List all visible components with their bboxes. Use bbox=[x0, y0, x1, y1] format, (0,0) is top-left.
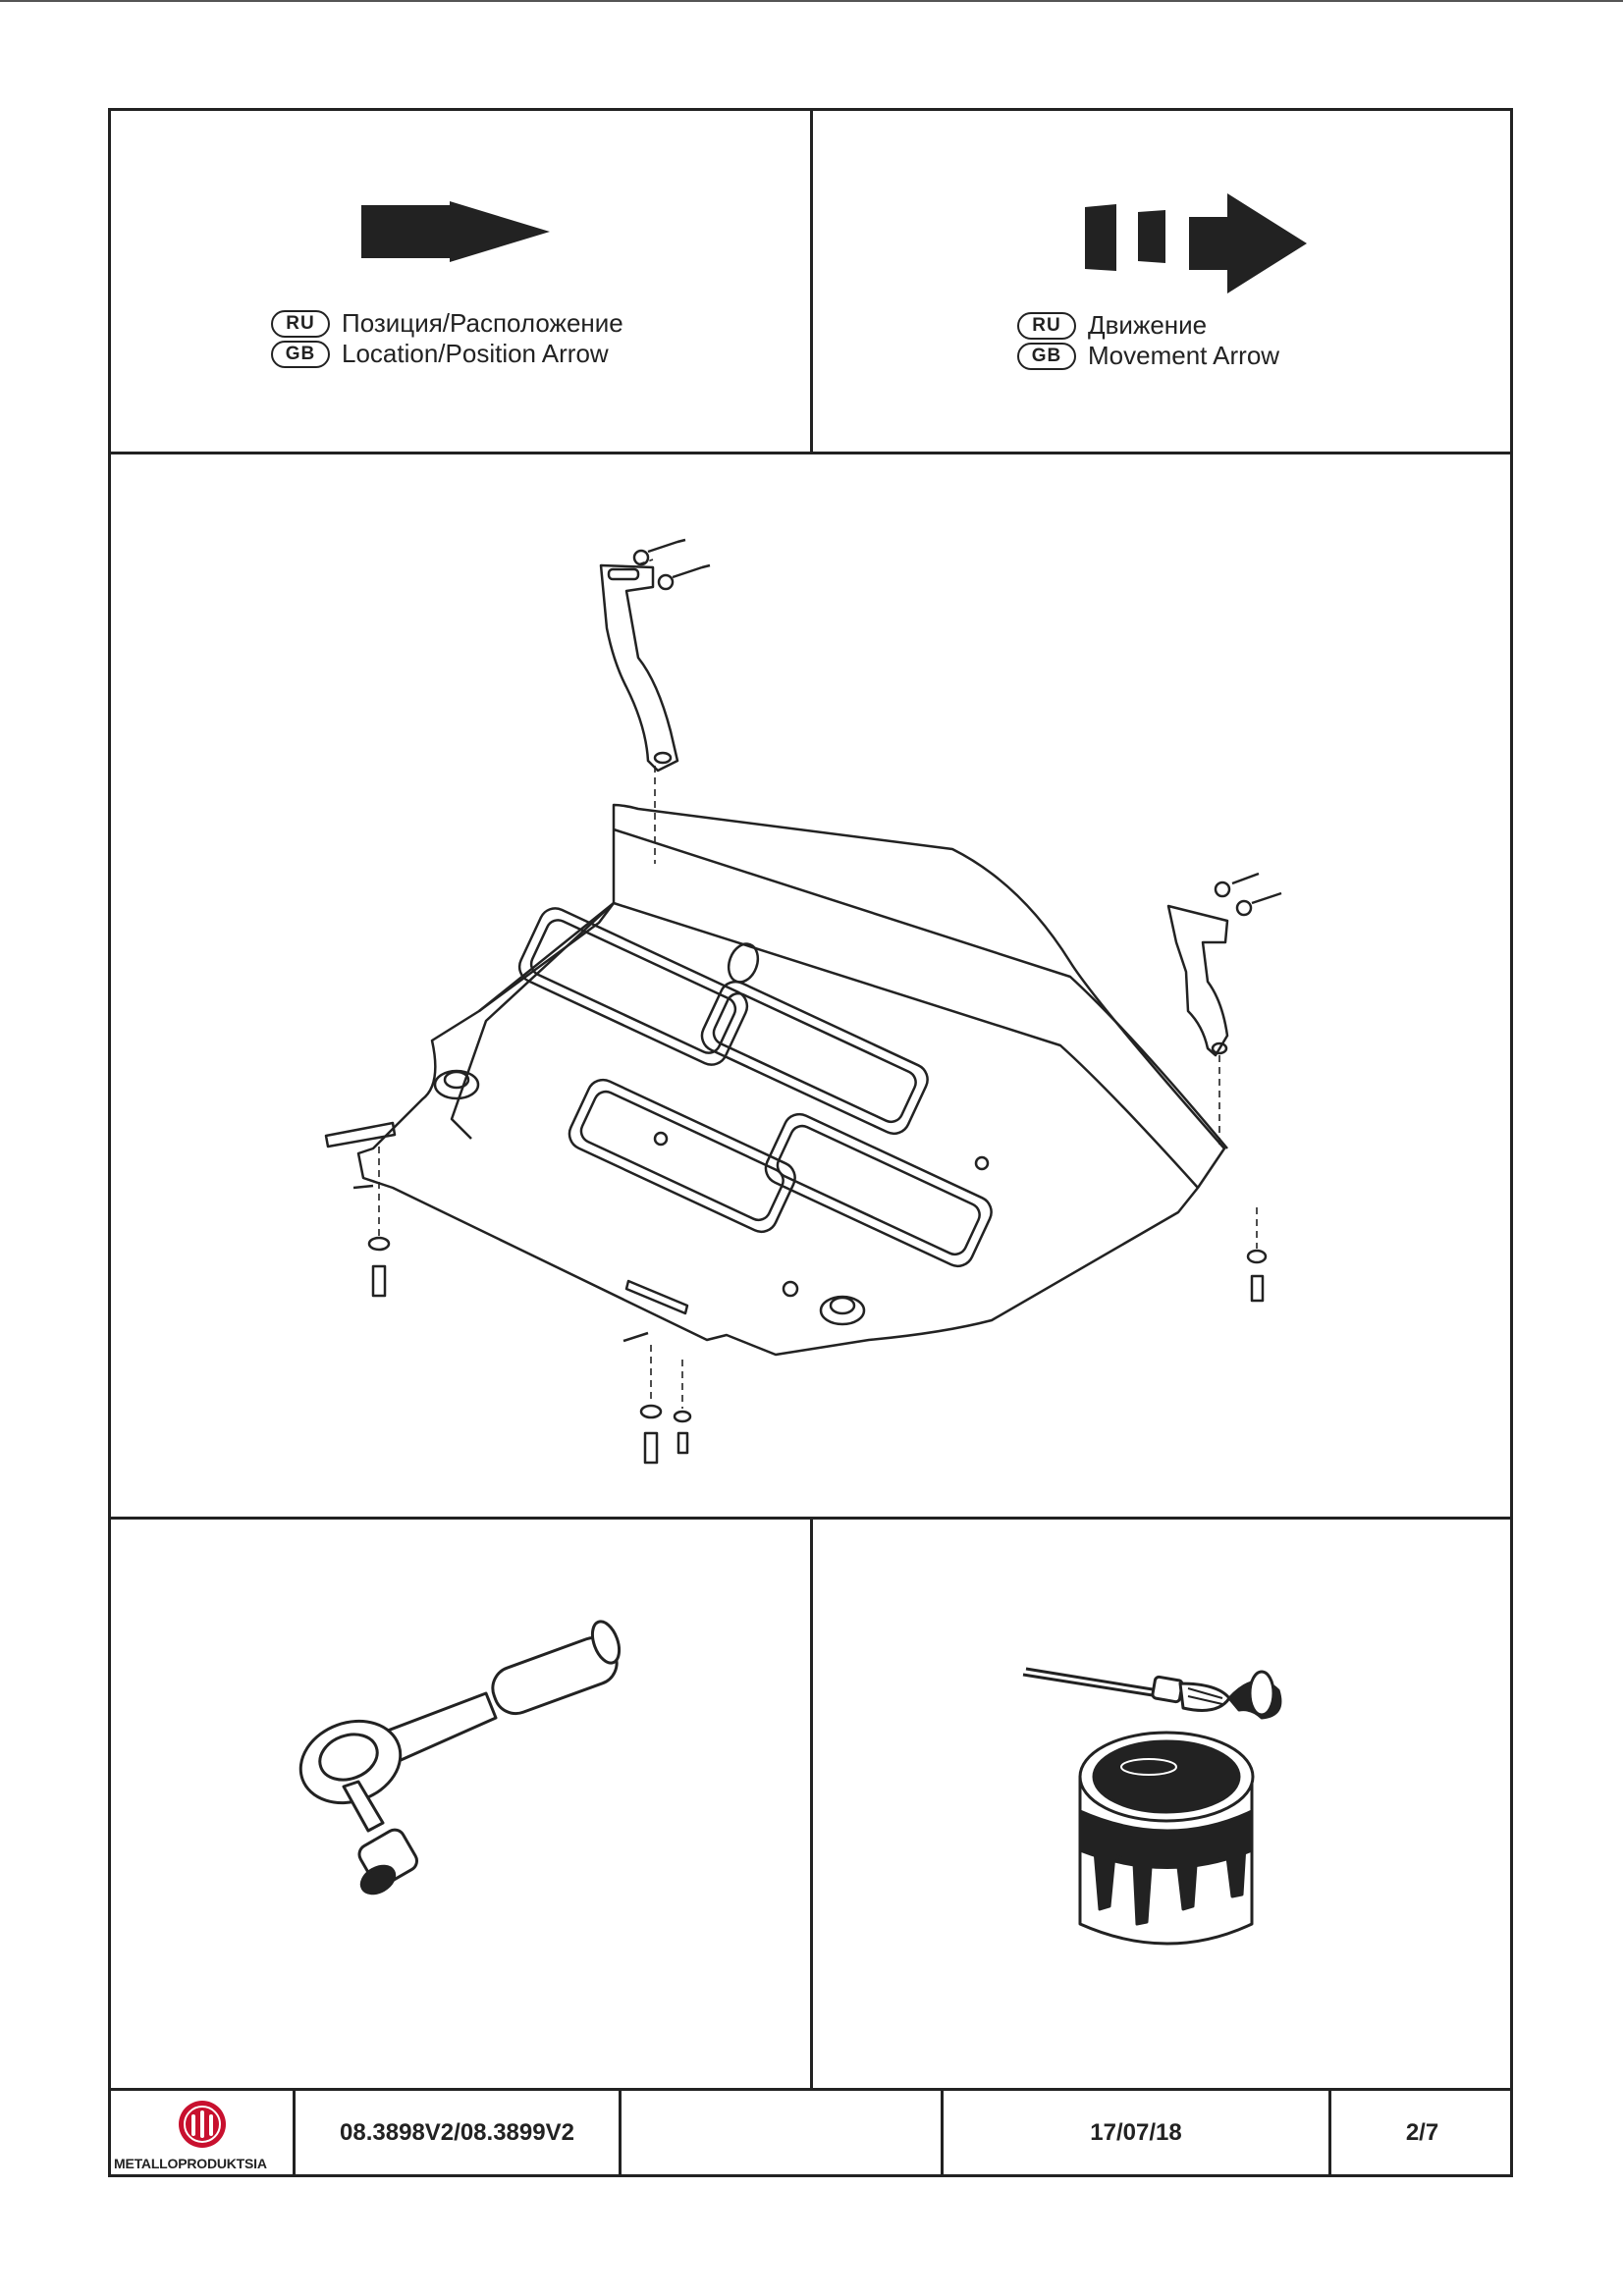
skid-plate-assembly-diagram bbox=[324, 538, 1282, 1465]
metalloproduktsia-logo bbox=[179, 2101, 226, 2148]
location-gb-row: GB Location/Position Arrow bbox=[271, 339, 623, 369]
movement-gb-text: Movement Arrow bbox=[1088, 341, 1280, 370]
drain-boss-2 bbox=[819, 1295, 866, 1326]
location-gb-text: Location/Position Arrow bbox=[342, 339, 609, 368]
revision-date: 17/07/18 bbox=[1090, 2119, 1182, 2146]
movement-ru-text: Движение bbox=[1088, 310, 1208, 340]
ru-badge: RU bbox=[271, 309, 330, 338]
drain-boss-1 bbox=[433, 1069, 480, 1100]
location-ru-row: RU Позиция/Расположение bbox=[271, 308, 623, 339]
top-bracket bbox=[599, 563, 679, 773]
footer-divider-4 bbox=[1328, 2088, 1331, 2177]
brand-name: METALLOPRODUKTSIA bbox=[114, 2156, 267, 2171]
right-bracket bbox=[1166, 904, 1229, 1057]
mid-col-divider bbox=[810, 1517, 813, 2090]
solid-arrow-icon bbox=[361, 201, 550, 262]
cutout-4 bbox=[764, 1112, 993, 1268]
brush-bristles bbox=[1178, 1682, 1231, 1712]
gb-badge: GB bbox=[1017, 342, 1076, 370]
washer-left bbox=[367, 1236, 391, 1252]
movement-arrow-legend: RU Движение GB Movement Arrow bbox=[1017, 310, 1279, 371]
ratchet-wrench-icon bbox=[298, 1620, 622, 1896]
cutout-1 bbox=[517, 907, 749, 1066]
part-numbers: 08.3898V2/08.3899V2 bbox=[340, 2119, 574, 2146]
page-top-rule bbox=[0, 0, 1623, 2]
cutout-3 bbox=[568, 1078, 796, 1234]
top-col-divider bbox=[810, 108, 813, 454]
movement-gb-row: GB Movement Arrow bbox=[1017, 341, 1279, 371]
footer-divider-2 bbox=[619, 2088, 622, 2177]
ru-badge: RU bbox=[1017, 311, 1076, 340]
skid-plate-outline bbox=[356, 803, 1226, 1357]
paint-can-brush-icon bbox=[1022, 1667, 1282, 1946]
location-ru-text: Позиция/Расположение bbox=[342, 308, 623, 338]
page-number: 2/7 bbox=[1405, 2119, 1439, 2146]
footer-blank-cell bbox=[622, 2089, 941, 2177]
location-arrow-legend: RU Позиция/Расположение GB Location/Posi… bbox=[271, 308, 623, 369]
cutout-2 bbox=[700, 980, 929, 1136]
movement-ru-row: RU Движение bbox=[1017, 310, 1279, 341]
footer-divider-3 bbox=[941, 2088, 944, 2177]
footer-divider-1 bbox=[293, 2088, 296, 2177]
gb-badge: GB bbox=[271, 340, 330, 368]
dashed-arrow-icon bbox=[1085, 193, 1307, 294]
